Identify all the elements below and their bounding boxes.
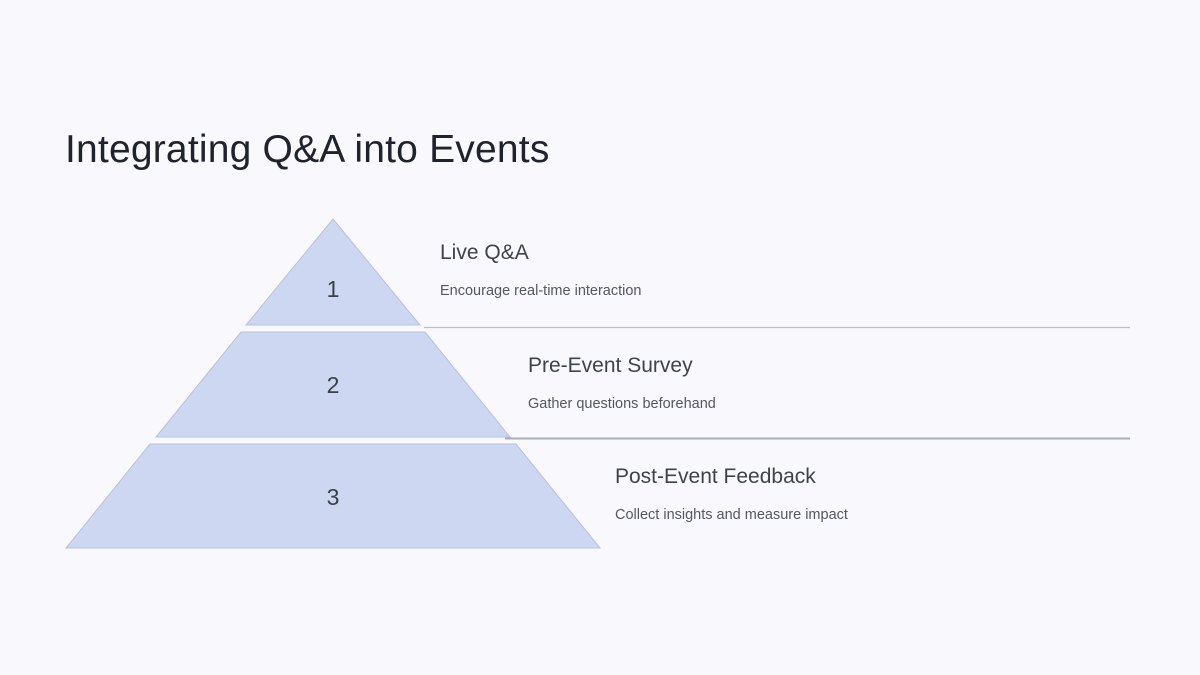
level-1-description: Encourage real-time interaction xyxy=(440,283,642,300)
level-1-heading: Live Q&A xyxy=(440,241,529,264)
pyramid-level-1-number: 1 xyxy=(326,276,340,302)
pyramid-level-2-number: 2 xyxy=(326,372,340,398)
level-3-heading: Post-Event Feedback xyxy=(615,465,816,488)
level-3-caption: Post-Event Feedback Collect insights and… xyxy=(615,464,848,525)
pyramid-level-3-number: 3 xyxy=(326,484,340,510)
level-2-heading: Pre-Event Survey xyxy=(528,354,693,377)
level-2-caption: Pre-Event Survey Gather questions before… xyxy=(528,353,716,414)
level-3-description: Collect insights and measure impact xyxy=(615,507,848,524)
slide-title: Integrating Q&A into Events xyxy=(65,128,550,171)
pyramid-level-1-shape xyxy=(244,218,422,326)
level-1-caption: Live Q&A Encourage real-time interaction xyxy=(440,240,642,301)
level-2-description: Gather questions beforehand xyxy=(528,396,716,413)
